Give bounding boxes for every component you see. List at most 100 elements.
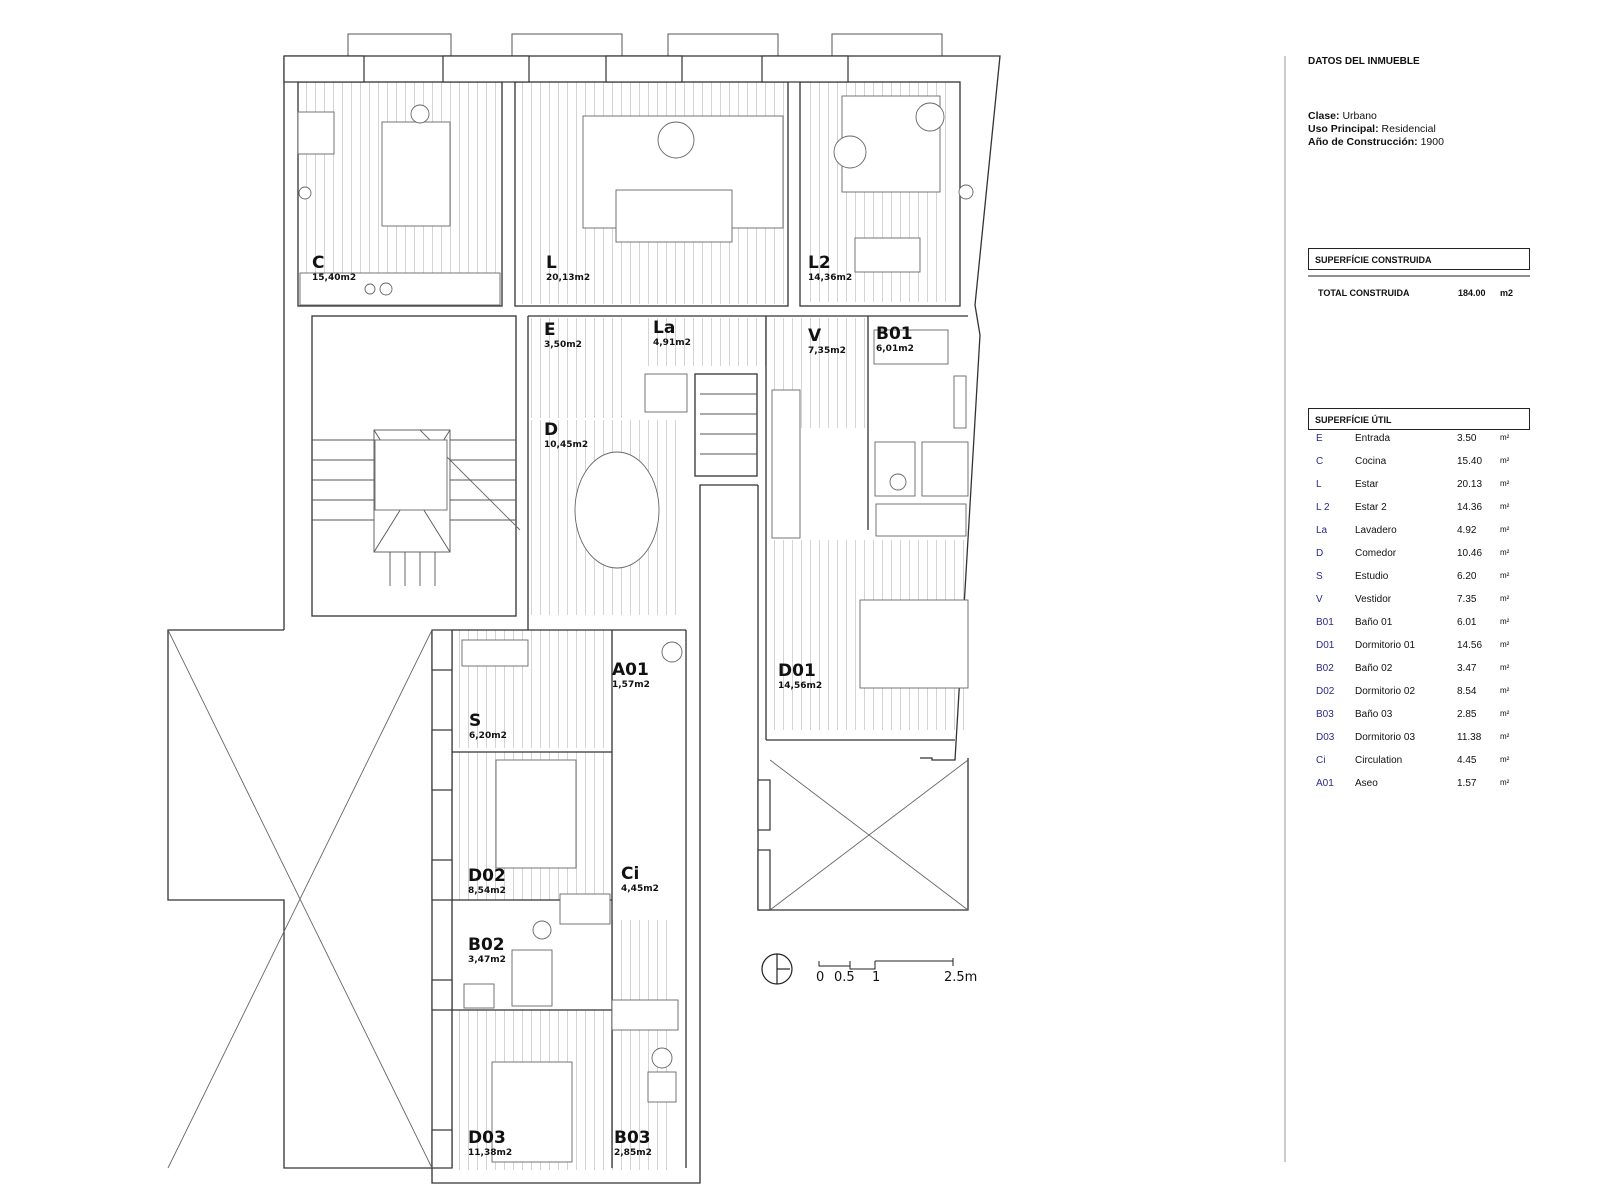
- uso-value: Residencial: [1381, 123, 1436, 135]
- clase-value: Urbano: [1342, 110, 1377, 122]
- room-name: Dormitorio 01: [1355, 640, 1416, 651]
- room-area: 1.57: [1457, 778, 1477, 789]
- room-code: D02: [1316, 686, 1335, 697]
- room-area: 15.40: [1457, 456, 1483, 467]
- room-code: E: [1316, 433, 1323, 444]
- room-name: Dormitorio 02: [1355, 686, 1416, 697]
- room-area-unit: m²: [1500, 686, 1510, 695]
- room-area: 4.45: [1457, 755, 1477, 766]
- room-code: B03: [1316, 709, 1334, 720]
- room-area-unit: m²: [1500, 571, 1510, 580]
- table-row: La Lavadero 4.92 m²: [1308, 525, 1530, 548]
- room-area-unit: m²: [1500, 479, 1510, 488]
- room-area: 3.47: [1457, 663, 1477, 674]
- north-arrow: [761, 953, 793, 985]
- table-row: B01 Baño 01 6.01 m²: [1308, 617, 1530, 640]
- room-name: Estar 2: [1355, 502, 1387, 513]
- room-area: 14.36: [1457, 502, 1483, 513]
- room-code: L 2: [1316, 502, 1330, 513]
- room-area-unit: m²: [1500, 709, 1510, 718]
- room-code: C: [1316, 456, 1324, 467]
- room-area: 2.85: [1457, 709, 1477, 720]
- table-row: D Comedor 10.46 m²: [1308, 548, 1530, 571]
- room-code: A01: [1316, 778, 1334, 789]
- table-row: D01 Dormitorio 01 14.56 m²: [1308, 640, 1530, 663]
- room-code: V: [1316, 594, 1323, 605]
- useful-header: SUPERFÍCIE ÚTIL: [1308, 408, 1530, 430]
- table-row: B02 Baño 02 3.47 m²: [1308, 663, 1530, 686]
- room-name: Circulation: [1355, 755, 1403, 766]
- built-total-value: 184.00: [1458, 288, 1486, 298]
- room-name: Aseo: [1355, 778, 1378, 789]
- room-name: Entrada: [1355, 433, 1391, 444]
- room-name: Baño 01: [1355, 617, 1393, 628]
- furniture: [297, 95, 974, 1163]
- room-code: L: [1316, 479, 1322, 490]
- room-name: Estudio: [1355, 571, 1389, 582]
- room-name: Comedor: [1355, 548, 1397, 559]
- room-area: 4.92: [1457, 525, 1477, 536]
- room-area: 10.46: [1457, 548, 1483, 559]
- room-area-unit: m²: [1500, 433, 1510, 442]
- room-area-unit: m²: [1500, 594, 1510, 603]
- room-area: 14.56: [1457, 640, 1483, 651]
- table-row: L 2 Estar 2 14.36 m²: [1308, 502, 1530, 525]
- built-total-unit: m2: [1500, 288, 1514, 298]
- table-row: A01 Aseo 1.57 m²: [1308, 778, 1530, 801]
- panel-title: DATOS DEL INMUEBLE: [1308, 56, 1420, 67]
- room-code: B01: [1316, 617, 1334, 628]
- wall-blocks: [283, 55, 849, 1169]
- room-area-unit: m²: [1500, 548, 1510, 557]
- room-area: 11.38: [1457, 732, 1482, 743]
- room-name: Estar: [1355, 479, 1379, 490]
- room-code: D: [1316, 548, 1324, 559]
- room-area: 6.01: [1457, 617, 1477, 628]
- uso-line: Uso Principal: Residencial: [1308, 123, 1436, 135]
- room-code: D01: [1316, 640, 1335, 651]
- room-area-unit: m²: [1500, 525, 1510, 534]
- room-area-unit: m²: [1500, 663, 1510, 672]
- room-area-unit: m²: [1500, 617, 1510, 626]
- room-code: Ci: [1316, 755, 1326, 766]
- room-area: 20.13: [1457, 479, 1483, 490]
- scale-label: 0.5: [834, 970, 855, 985]
- table-row: E Entrada 3.50 m²: [1308, 433, 1530, 456]
- terraces: [167, 429, 969, 1169]
- anio-label: Año de Construcción:: [1308, 136, 1418, 148]
- table-row: D02 Dormitorio 02 8.54 m²: [1308, 686, 1530, 709]
- room-area-unit: m²: [1500, 502, 1510, 511]
- room-area: 8.54: [1457, 686, 1477, 697]
- scale-bar: [818, 958, 954, 970]
- room-name: Dormitorio 03: [1355, 732, 1416, 743]
- room-name: Baño 02: [1355, 663, 1393, 674]
- room-area-unit: m²: [1500, 456, 1510, 465]
- room-code: S: [1316, 571, 1323, 582]
- room-code: D03: [1316, 732, 1335, 743]
- scale-label: 2.5m: [944, 970, 978, 985]
- clase-line: Clase: Urbano: [1308, 110, 1377, 122]
- room-area-unit: m²: [1500, 640, 1510, 649]
- anio-value: 1900: [1420, 136, 1444, 148]
- room-area: 7.35: [1457, 594, 1477, 605]
- room-area: 3.50: [1457, 433, 1477, 444]
- room-area-unit: m²: [1500, 778, 1510, 787]
- room-code: La: [1316, 525, 1328, 536]
- room-code: B02: [1316, 663, 1334, 674]
- room-name: Lavadero: [1355, 525, 1397, 536]
